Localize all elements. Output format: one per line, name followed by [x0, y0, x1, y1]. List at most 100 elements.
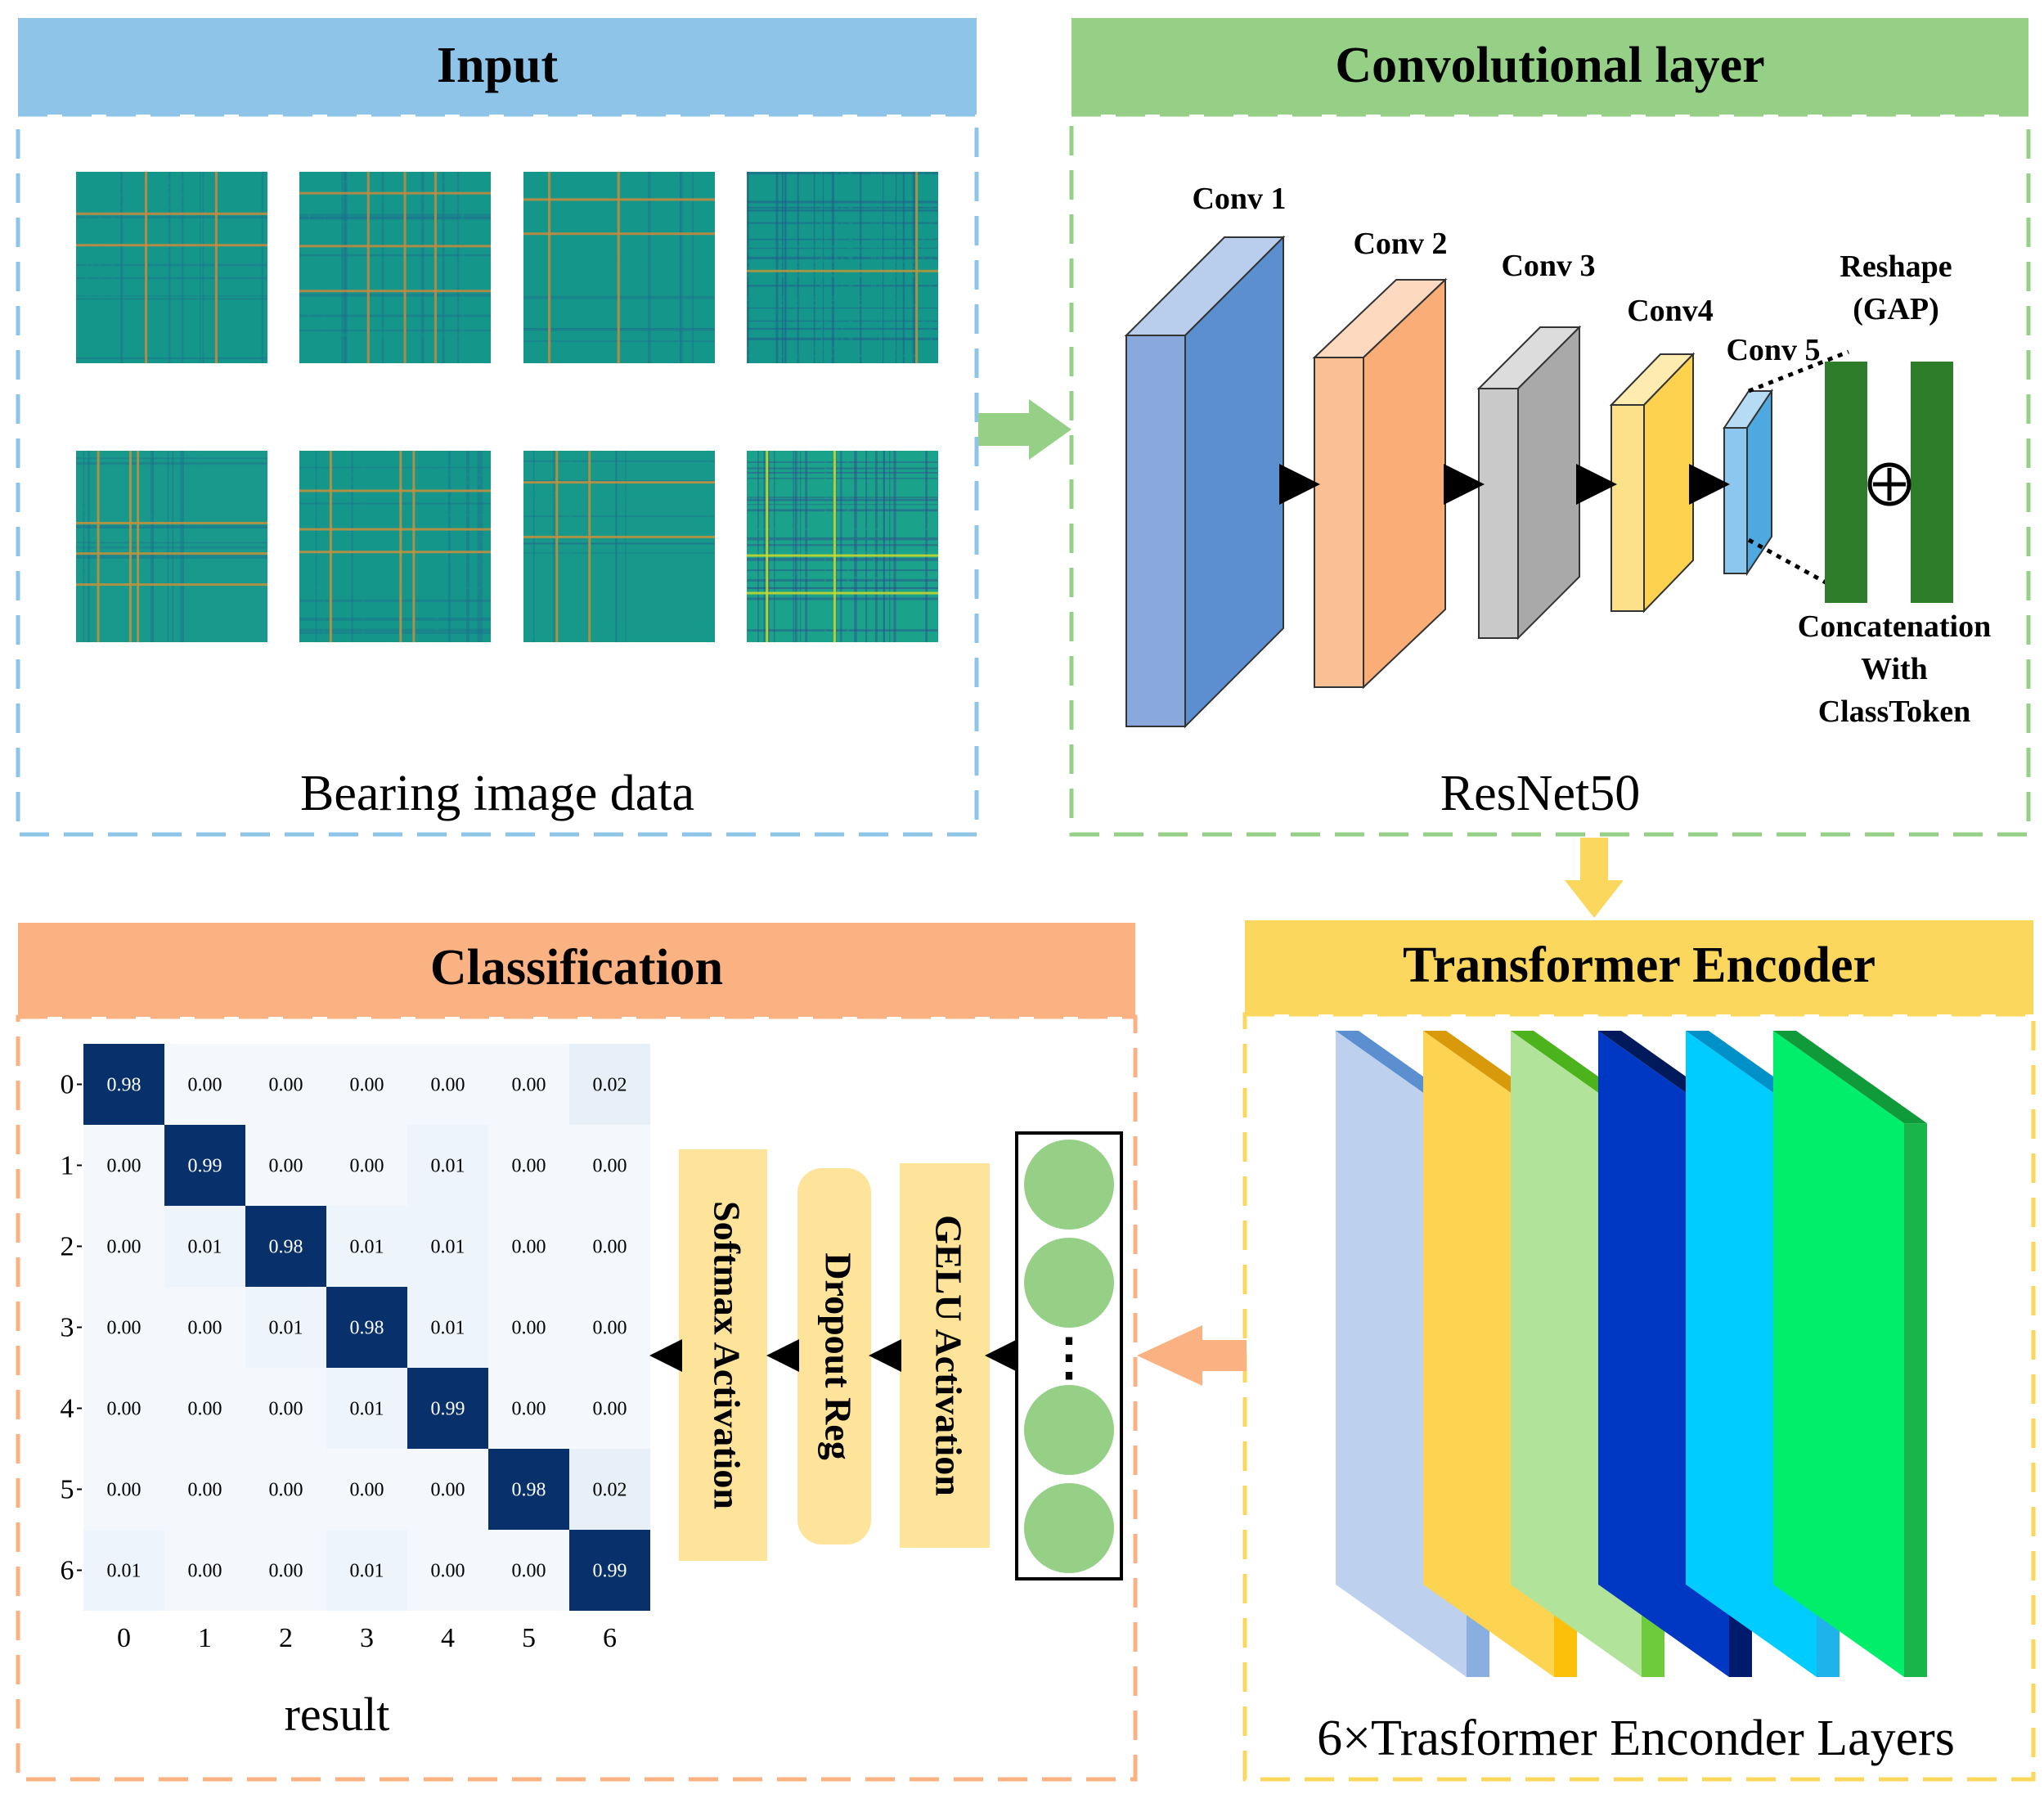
matrix-cell	[164, 1206, 245, 1287]
conv-block-label-4: Conv4	[1627, 294, 1714, 328]
neuron-column	[1024, 1140, 1114, 1573]
matrix-cell-value: 0.00	[431, 1075, 465, 1096]
conv-panel-title: Convolutional layer	[1335, 38, 1764, 93]
neuron-node	[1024, 1238, 1114, 1328]
reshape-connector-lines	[1747, 349, 1849, 585]
matrix-cell	[407, 1287, 488, 1368]
matrix-cell	[326, 1125, 407, 1206]
matrix-cell-value: 0.00	[593, 1399, 627, 1420]
input-panel: Input Bearing image data	[16, 18, 979, 837]
matrix-cell-value: 0.00	[188, 1399, 222, 1420]
neuron-ellipsis: ⋮	[1044, 1330, 1094, 1386]
neuron-node	[1024, 1385, 1114, 1475]
input-panel-title: Input	[437, 38, 559, 93]
matrix-row-label: 6	[61, 1556, 74, 1586]
encoder-layer-stack	[1336, 1031, 1927, 1677]
conv-block-5: Conv 5	[1723, 333, 1821, 577]
bearing-image-2	[299, 172, 491, 363]
bearing-image-grid	[76, 172, 938, 642]
matrix-cell-value: 0.00	[107, 1237, 142, 1258]
matrix-cell	[488, 1368, 569, 1449]
matrix-cell	[164, 1530, 245, 1611]
concat-label-line2: With	[1861, 652, 1928, 686]
matrix-cell-value: 0.00	[269, 1156, 303, 1177]
conv-panel-header	[1071, 18, 2028, 115]
matrix-cell	[407, 1125, 488, 1206]
classification-panel-caption: result	[285, 1688, 390, 1741]
conv-block-1: Conv 1	[1124, 182, 1287, 729]
reshape-bar-right	[1911, 362, 1953, 603]
conv-block-label-5: Conv 5	[1726, 333, 1820, 367]
matrix-cell	[164, 1368, 245, 1449]
transformer-panel-header	[1245, 920, 2033, 1014]
matrix-cell	[83, 1125, 164, 1206]
reshape-label-line1: Reshape	[1840, 250, 1952, 284]
matrix-cell	[488, 1125, 569, 1206]
matrix-cell	[83, 1044, 164, 1125]
concat-plus-icon	[1867, 462, 1911, 506]
matrix-row-label: 3	[61, 1313, 74, 1343]
matrix-cell-value: 0.00	[593, 1237, 627, 1258]
matrix-cell	[569, 1287, 650, 1368]
matrix-cell-value: 0.00	[269, 1399, 303, 1420]
matrix-cell-value: 0.02	[593, 1480, 627, 1501]
matrix-cell-value: 0.01	[269, 1318, 303, 1339]
matrix-col-label: 5	[522, 1623, 536, 1653]
matrix-col-label: 1	[198, 1623, 212, 1653]
matrix-cell-value: 0.00	[512, 1399, 546, 1420]
bearing-image-8	[747, 451, 938, 642]
matrix-cell	[245, 1206, 326, 1287]
matrix-cell	[326, 1044, 407, 1125]
matrix-cell-value: 0.01	[431, 1156, 465, 1177]
matrix-cell-value: 0.00	[188, 1075, 222, 1096]
matrix-cell	[245, 1125, 326, 1206]
matrix-cell-value: 0.99	[593, 1561, 627, 1582]
matrix-cell	[83, 1368, 164, 1449]
activation-stages: Softmax Activation Dropout Reg GELU Activa…	[679, 1149, 990, 1561]
matrix-cell	[407, 1449, 488, 1530]
matrix-cell-value: 0.01	[431, 1237, 465, 1258]
conv-block-label-3: Conv 3	[1501, 249, 1595, 283]
matrix-cell	[488, 1530, 569, 1611]
matrix-col-label: 2	[279, 1623, 293, 1653]
stage-label: Dropout Reg	[817, 1252, 859, 1459]
arrow-transformer-to-classification	[1137, 1325, 1247, 1386]
matrix-cell	[407, 1368, 488, 1449]
matrix-row-label: 1	[61, 1151, 74, 1181]
matrix-cell-value: 0.00	[512, 1075, 546, 1096]
matrix-cell	[569, 1206, 650, 1287]
transformer-panel-caption: 6×Trasformer Enconder Layers	[1317, 1711, 1955, 1766]
matrix-cell	[245, 1368, 326, 1449]
arrow-input-to-conv	[978, 399, 1071, 460]
matrix-cell-value: 0.00	[512, 1237, 546, 1258]
neuron-node	[1024, 1483, 1114, 1573]
matrix-cell	[326, 1287, 407, 1368]
matrix-cell	[326, 1206, 407, 1287]
matrix-cell	[407, 1206, 488, 1287]
matrix-cell	[488, 1044, 569, 1125]
neuron-node	[1024, 1140, 1114, 1230]
stage-gelu-activation: GELU Activation	[900, 1163, 990, 1548]
classification-panel-header	[18, 923, 1135, 1017]
bearing-image-6	[299, 451, 491, 642]
matrix-cell-value: 0.00	[107, 1156, 142, 1177]
matrix-cell-value: 0.01	[107, 1561, 142, 1582]
matrix-row-label: 5	[61, 1475, 74, 1505]
input-panel-header	[18, 18, 977, 115]
matrix-cell-value: 0.00	[512, 1156, 546, 1177]
matrix-cell-value: 0.00	[350, 1156, 384, 1177]
matrix-cell	[164, 1125, 245, 1206]
matrix-cell-value: 0.01	[188, 1237, 222, 1258]
matrix-cell	[245, 1530, 326, 1611]
matrix-cell-value: 0.01	[350, 1237, 384, 1258]
matrix-cell-value: 0.00	[107, 1399, 142, 1420]
matrix-cell	[488, 1449, 569, 1530]
matrix-row-label: 4	[61, 1394, 74, 1424]
bearing-image-1	[76, 172, 267, 363]
concat-label-line3: ClassToken	[1818, 695, 1971, 729]
stage-label: Softmax Activation	[706, 1201, 748, 1509]
matrix-cell	[245, 1287, 326, 1368]
classification-panel-title: Classification	[430, 940, 723, 996]
